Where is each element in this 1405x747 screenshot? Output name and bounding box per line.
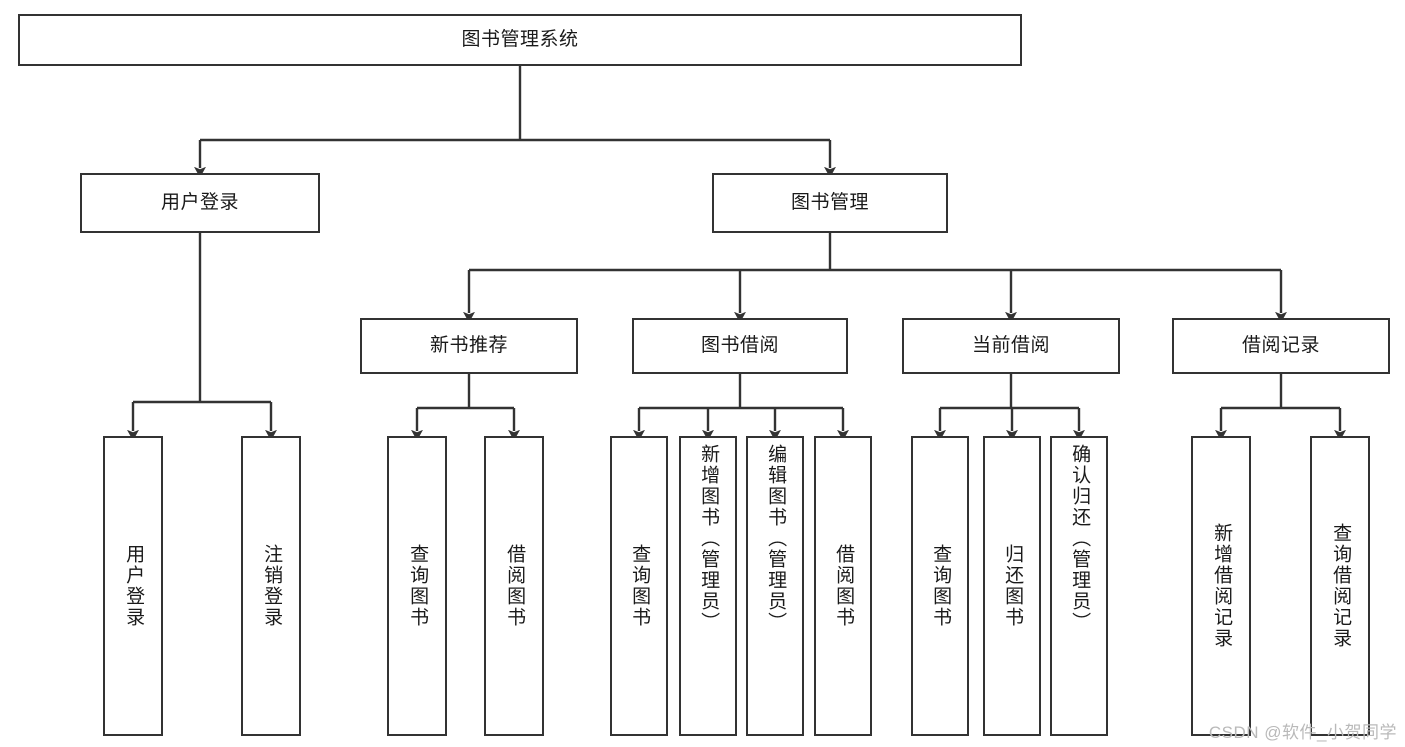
node-book-borrow[interactable]: 图书借阅 xyxy=(632,318,848,374)
node-leaf-borrow-book-2-label: 借阅图书 xyxy=(833,544,855,628)
node-leaf-add-record[interactable]: 新增借阅记录 xyxy=(1191,436,1251,736)
node-leaf-borrow-book-1[interactable]: 借阅图书 xyxy=(484,436,544,736)
node-leaf-return-book-label: 归还图书 xyxy=(1002,544,1024,628)
node-new-book-rec[interactable]: 新书推荐 xyxy=(360,318,578,374)
node-leaf-edit-book-label: 编辑图书（管理员） xyxy=(765,444,787,633)
node-book-manage[interactable]: 图书管理 xyxy=(712,173,948,233)
node-leaf-query-book-1[interactable]: 查询图书 xyxy=(387,436,447,736)
node-leaf-user-login[interactable]: 用户登录 xyxy=(103,436,163,736)
node-leaf-add-record-label: 新增借阅记录 xyxy=(1211,523,1233,649)
node-leaf-edit-book[interactable]: 编辑图书（管理员） xyxy=(746,436,804,736)
node-root-label: 图书管理系统 xyxy=(461,29,579,51)
node-user-login-label: 用户登录 xyxy=(160,192,239,214)
node-root[interactable]: 图书管理系统 xyxy=(18,14,1022,66)
node-current-borrow[interactable]: 当前借阅 xyxy=(902,318,1120,374)
node-leaf-query-book-3-label: 查询图书 xyxy=(930,544,952,628)
node-user-login[interactable]: 用户登录 xyxy=(80,173,320,233)
node-book-manage-label: 图书管理 xyxy=(790,192,869,214)
node-leaf-query-record[interactable]: 查询借阅记录 xyxy=(1310,436,1370,736)
node-leaf-logout[interactable]: 注销登录 xyxy=(241,436,301,736)
node-leaf-add-book[interactable]: 新增图书（管理员） xyxy=(679,436,737,736)
node-leaf-query-book-1-label: 查询图书 xyxy=(407,544,429,628)
node-leaf-borrow-book-1-label: 借阅图书 xyxy=(504,544,526,628)
node-leaf-add-book-label: 新增图书（管理员） xyxy=(698,444,720,633)
watermark: CSDN @软件_小贺同学 xyxy=(1208,723,1397,742)
node-leaf-query-book-3[interactable]: 查询图书 xyxy=(911,436,969,736)
node-book-borrow-label: 图书借阅 xyxy=(700,335,779,357)
node-leaf-return-book[interactable]: 归还图书 xyxy=(983,436,1041,736)
node-current-borrow-label: 当前借阅 xyxy=(971,335,1050,357)
node-leaf-confirm-return[interactable]: 确认归还（管理员） xyxy=(1050,436,1108,736)
node-leaf-query-record-label: 查询借阅记录 xyxy=(1330,523,1352,649)
node-leaf-query-book-2-label: 查询图书 xyxy=(629,544,651,628)
node-leaf-logout-label: 注销登录 xyxy=(261,544,283,628)
node-borrow-record[interactable]: 借阅记录 xyxy=(1172,318,1390,374)
node-leaf-user-login-label: 用户登录 xyxy=(123,544,145,628)
node-leaf-confirm-return-label: 确认归还（管理员） xyxy=(1069,444,1091,633)
node-leaf-borrow-book-2[interactable]: 借阅图书 xyxy=(814,436,872,736)
node-new-book-rec-label: 新书推荐 xyxy=(429,335,508,357)
node-borrow-record-label: 借阅记录 xyxy=(1241,335,1320,357)
node-leaf-query-book-2[interactable]: 查询图书 xyxy=(610,436,668,736)
